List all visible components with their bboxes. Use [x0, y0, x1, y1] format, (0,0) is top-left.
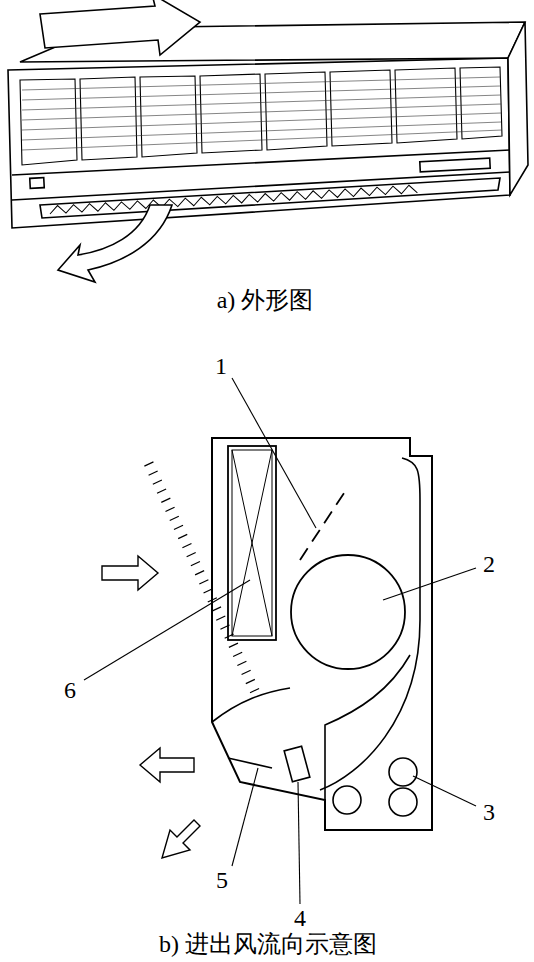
callout-number: 4	[292, 905, 308, 931]
sub-caption: a) 外形图	[215, 287, 316, 313]
callout-number: 3	[481, 799, 497, 825]
callout-number: 2	[481, 551, 497, 577]
callout-number: 5	[214, 867, 230, 893]
callout-number: 6	[62, 677, 78, 703]
sub-caption: b) 进出风流向示意图	[157, 931, 379, 957]
callout-number: 1	[213, 353, 229, 379]
